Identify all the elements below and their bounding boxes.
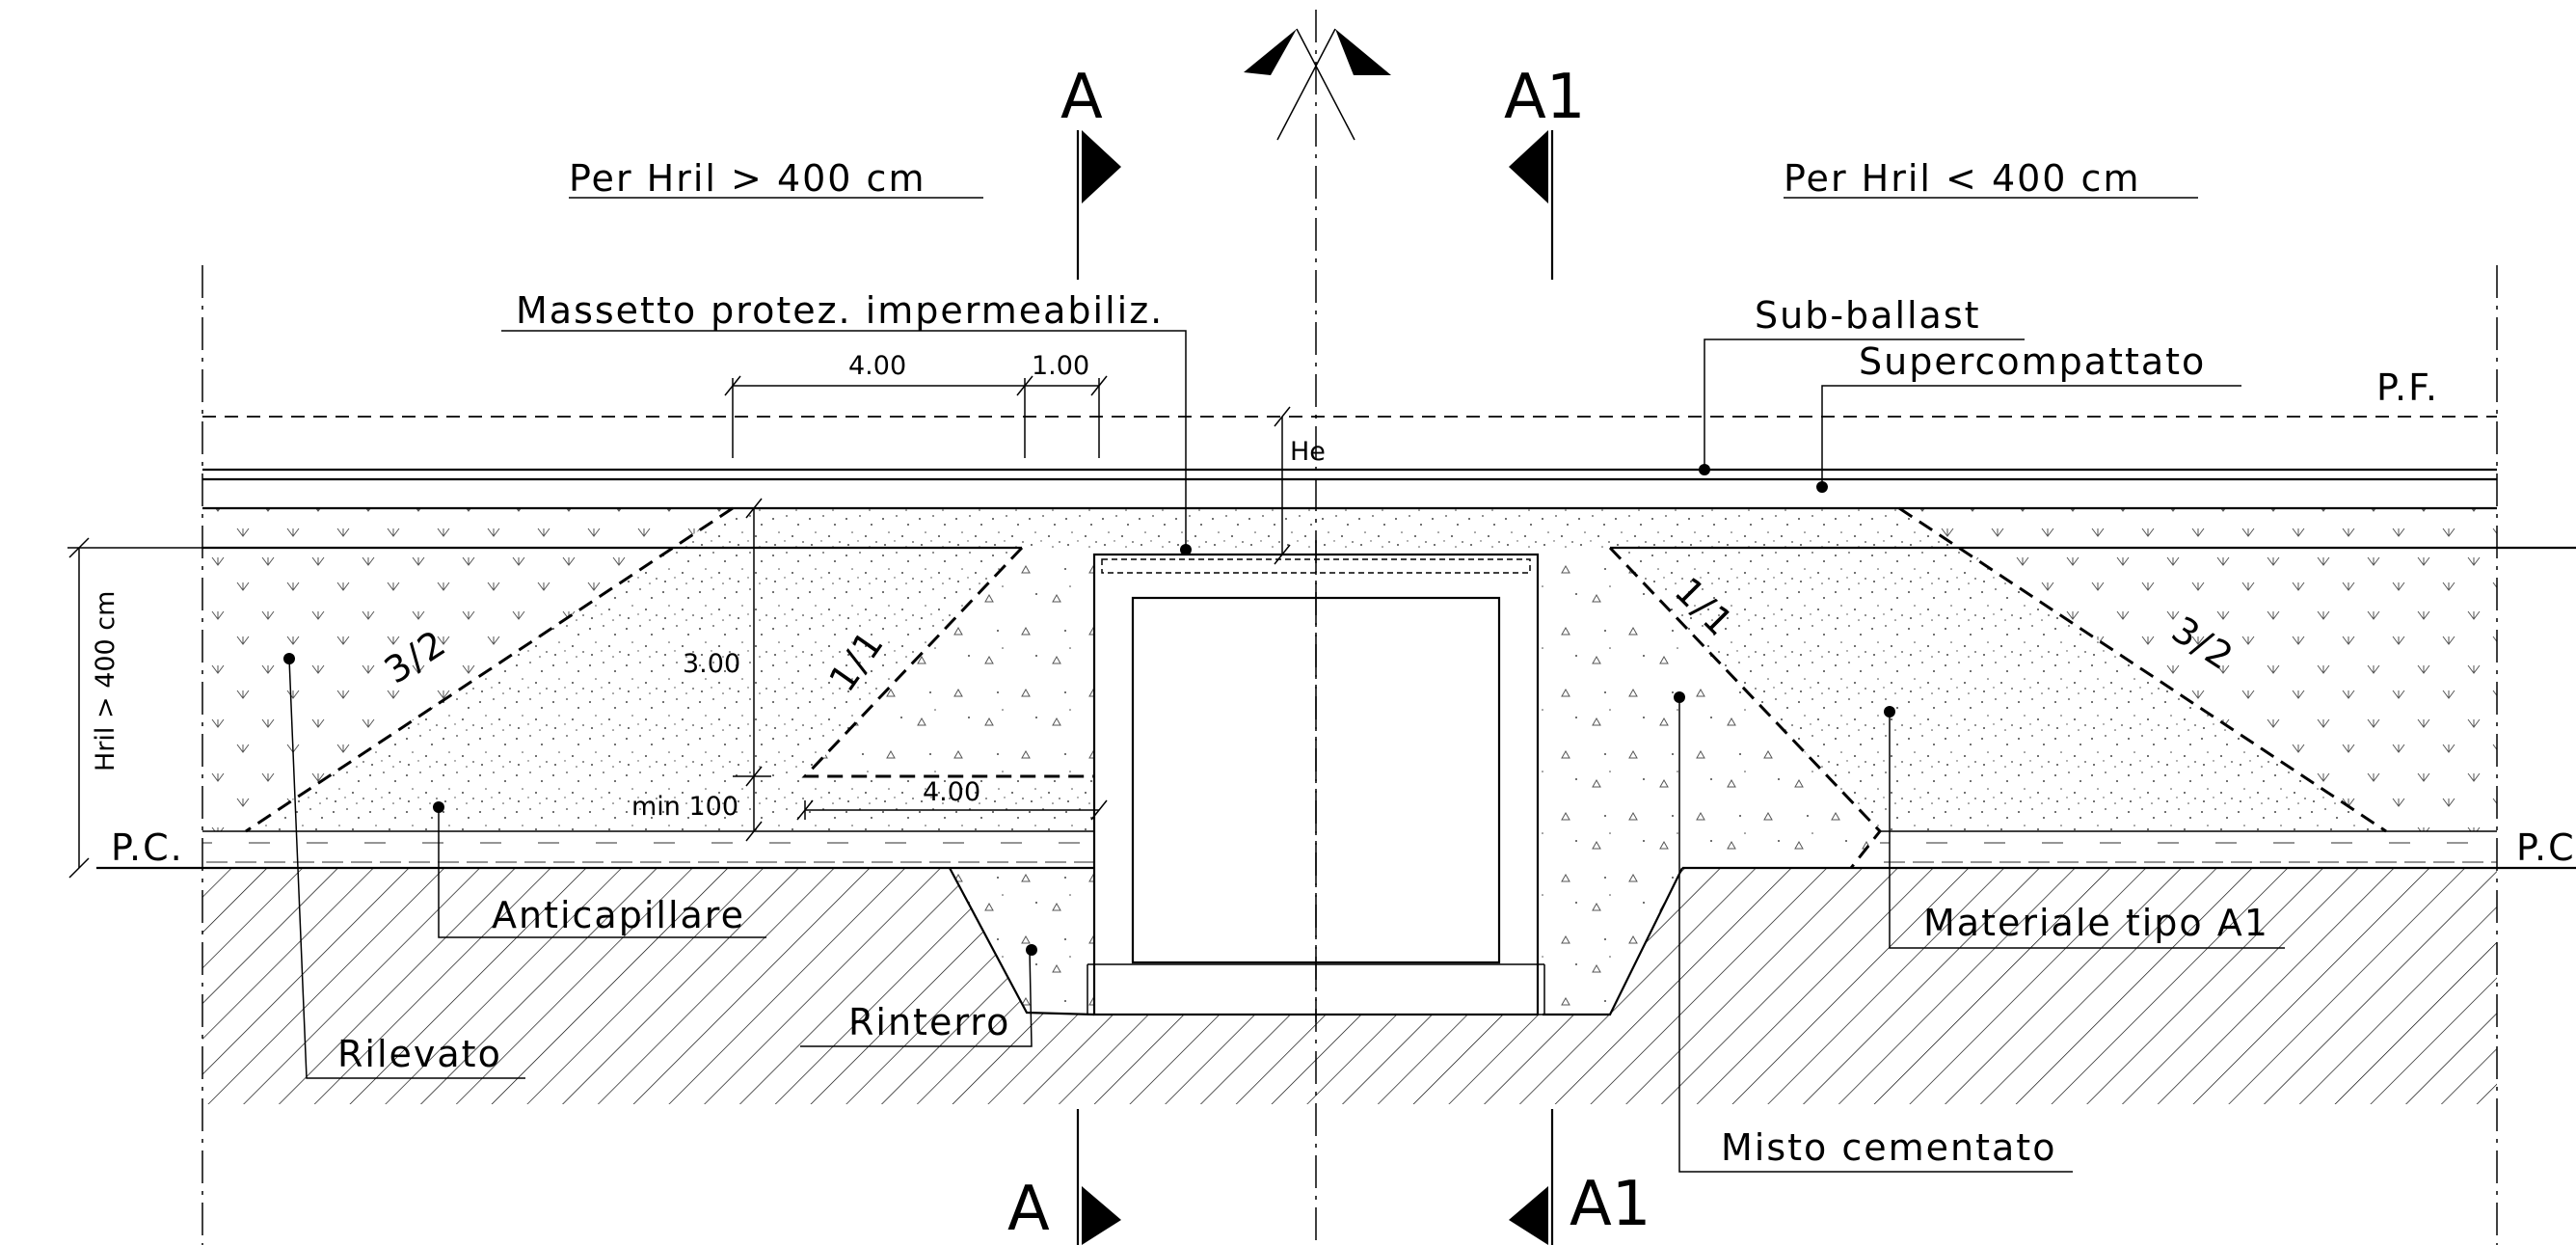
- label-supercompattato: Supercompattato: [1859, 340, 2206, 383]
- dim-min100: min 100: [631, 792, 738, 822]
- dim-1-top: 1.00: [1032, 351, 1089, 381]
- leader-lines: [288, 330, 2285, 1173]
- section-mark-a-bottom: [1076, 1109, 1121, 1245]
- anticapillare-layer: [202, 831, 2497, 868]
- title-right: Per Hril < 400 cm: [1784, 157, 2140, 200]
- rilevato-fill: [202, 508, 2497, 831]
- north-arrow-icon: [1244, 28, 1391, 141]
- supercompattato-fill: [246, 508, 2386, 831]
- misto-cementato-fill: [805, 548, 1880, 1015]
- label-pc-right: P.C: [2516, 826, 2576, 869]
- section-a-bottom-label: A: [1007, 1174, 1050, 1245]
- section-mark-a1-top: [1509, 130, 1554, 280]
- label-misto-cementato: Misto cementato: [1721, 1126, 2056, 1169]
- dim-4-top: 4.00: [848, 351, 906, 381]
- label-materiale-a1: Materiale tipo A1: [1923, 902, 2269, 944]
- dimension-lines: [67, 375, 1291, 879]
- natural-ground-hatch: [202, 868, 2497, 1104]
- section-a1-top-label: A1: [1504, 62, 1586, 133]
- leader-dots: [283, 464, 1895, 956]
- label-rilevato: Rilevato: [337, 1033, 502, 1075]
- label-anticapillare: Anticapillare: [492, 894, 745, 936]
- dim-4-bottom: 4.00: [923, 777, 980, 807]
- section-a-top-label: A: [1060, 62, 1103, 133]
- section-mark-a1-bottom: [1509, 1109, 1554, 1245]
- label-rinterro: Rinterro: [848, 1001, 1010, 1043]
- dim-3: 3.00: [683, 649, 740, 679]
- section-a1-bottom-label: A1: [1570, 1169, 1651, 1240]
- section-mark-a-top: [1076, 130, 1121, 280]
- slope-lines: [245, 506, 2387, 869]
- subballast-lines: [202, 468, 2497, 510]
- label-pc-left: P.C.: [111, 826, 184, 869]
- label-hril-vertical: Hril > 400 cm: [91, 591, 121, 771]
- label-pf: P.F.: [2376, 366, 2439, 409]
- label-he: He: [1290, 437, 1326, 467]
- pc-lines: [96, 830, 2576, 870]
- label-massetto: Massetto protez. impermeabiliz.: [516, 289, 1164, 332]
- title-left: Per Hril > 400 cm: [569, 157, 926, 200]
- label-sub-ballast: Sub-ballast: [1755, 294, 1981, 337]
- excavation-outline: [949, 867, 1683, 1016]
